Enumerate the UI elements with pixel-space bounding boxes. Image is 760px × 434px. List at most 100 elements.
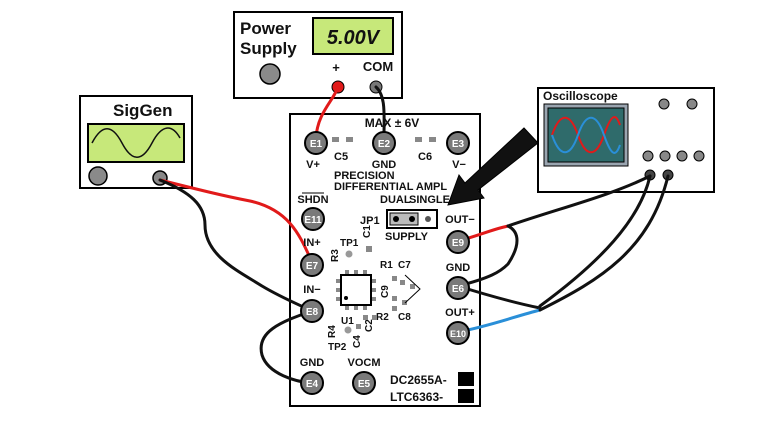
testpoint-tp1[interactable] (345, 250, 353, 258)
turret-e7-id: E7 (306, 261, 319, 272)
turret-e9[interactable]: OUT− E9 (445, 214, 475, 254)
wire-e8-to-e4 (259, 309, 314, 385)
turret-e5[interactable]: VOCM E5 (348, 357, 381, 395)
part-number-box-2 (458, 389, 474, 403)
siggen-sine-wave (91, 127, 181, 158)
label-tp1: TP1 (340, 238, 359, 249)
jumper-shunt[interactable] (389, 212, 419, 226)
turret-e2-id: E2 (378, 139, 391, 150)
oscilloscope-title: Oscilloscope (543, 89, 618, 103)
turret-e4-label: GND (300, 357, 325, 369)
part-number-2: LTC6363- (390, 390, 443, 404)
turret-e11[interactable]: SHDN E11 (297, 192, 329, 231)
label-c8: C8 (398, 312, 411, 323)
scope-trace-blue (551, 116, 621, 154)
label-c5: C5 (334, 151, 348, 163)
turret-e10-label: OUT+ (445, 307, 475, 319)
board-title-1: PRECISION (334, 170, 395, 182)
signal-generator: SigGen (79, 95, 193, 189)
turret-e5-label: VOCM (348, 357, 381, 369)
turret-e4-id: E4 (306, 379, 319, 390)
label-r4: R4 (327, 325, 338, 338)
scope-button-3[interactable] (676, 150, 688, 162)
cap-c6: C6 (415, 137, 436, 163)
turret-e6[interactable]: GND E6 (446, 262, 471, 300)
siggen-knob[interactable] (88, 166, 108, 186)
scope-button-2[interactable] (659, 150, 671, 162)
label-u1: U1 (341, 316, 354, 327)
turret-e3[interactable]: E3 V− (446, 131, 470, 171)
turret-e11-id: E11 (304, 215, 322, 226)
voltage-display-value: 5.00V (327, 27, 381, 49)
siggen-screen (87, 123, 185, 163)
jumper-dual-label: DUAL (380, 194, 411, 206)
jumper-supply-label: SUPPLY (385, 231, 429, 243)
power-supply-title-2: Supply (240, 39, 297, 58)
turret-e9-id: E9 (452, 238, 465, 249)
testpoint-tp2[interactable] (344, 326, 352, 334)
turret-e1-id: E1 (310, 139, 323, 150)
turret-e11-label: SHDN (297, 194, 328, 206)
turret-e2-label: GND (372, 159, 397, 171)
turret-e7[interactable]: IN+ E7 (300, 237, 324, 277)
turret-e6-id: E6 (452, 284, 465, 295)
max-voltage-label: MAX ± 6V (365, 116, 420, 130)
arrow-pointer-icon (447, 127, 539, 206)
wire-e10-to-scope-ch2 (538, 174, 670, 312)
power-supply-knob[interactable] (259, 63, 281, 85)
wire-e9-to-scope-ch1 (506, 174, 652, 228)
plus-terminal-label: + (332, 60, 340, 75)
wire-e6-to-e9-ground (456, 224, 519, 288)
label-r2: R2 (376, 312, 389, 323)
turret-e1-label: V+ (306, 159, 320, 171)
label-c7: C7 (398, 260, 411, 271)
jumper-pin-2 (409, 216, 415, 222)
turret-e5-id: E5 (358, 379, 371, 390)
label-c2: C2 (364, 319, 375, 332)
scope-knob-2[interactable] (686, 98, 698, 110)
jumper-id-label: JP1 (360, 215, 380, 227)
turret-e8-label: IN− (303, 284, 320, 296)
power-supply: Power Supply 5.00V + COM (233, 11, 403, 99)
label-r1: R1 (380, 260, 393, 271)
label-c9: C9 (380, 285, 391, 298)
wire-ground-to-scope (538, 174, 652, 308)
part-number-box-1 (458, 372, 474, 386)
scope-button-4[interactable] (693, 150, 705, 162)
cap-c5: C5 (332, 137, 353, 163)
wire-siggen-to-e8 (158, 178, 314, 313)
oscilloscope: Oscilloscope (537, 87, 715, 193)
wire-siggen-to-e7 (158, 178, 314, 264)
scope-trace-red (551, 116, 621, 154)
jumper-single-label: SINGLE (409, 194, 450, 206)
label-c1: C1 (362, 225, 373, 238)
turret-e10-id: E10 (450, 329, 466, 339)
jumper-pin-1 (393, 216, 399, 222)
scope-button-1[interactable] (642, 150, 654, 162)
scope-knob-1[interactable] (658, 98, 670, 110)
turret-e8[interactable]: IN− E8 (300, 284, 324, 323)
turret-e3-label: V− (452, 159, 466, 171)
label-c6: C6 (418, 151, 432, 163)
turret-e4[interactable]: GND E4 (300, 357, 325, 395)
power-supply-title-1: Power (240, 19, 291, 38)
label-r3: R3 (330, 249, 341, 262)
turret-e2[interactable]: E2 GND (372, 131, 397, 171)
label-c4: C4 (352, 335, 363, 348)
com-terminal-label: COM (363, 59, 393, 74)
ic-u1 (336, 270, 376, 310)
board-title-2: DIFFERENTIAL AMPL (334, 181, 447, 193)
siggen-title: SigGen (113, 101, 173, 120)
part-number-1: DC2655A- (390, 373, 447, 387)
jumper-pin-3 (425, 216, 431, 222)
turret-e1[interactable]: E1 V+ (304, 131, 328, 171)
turret-e10[interactable]: OUT+ E10 (445, 307, 475, 345)
turret-e6-label: GND (446, 262, 471, 274)
passive-array (356, 274, 421, 329)
turret-e3-id: E3 (452, 139, 465, 150)
turret-e8-id: E8 (306, 307, 319, 318)
label-tp2: TP2 (328, 342, 347, 353)
voltage-display (312, 17, 394, 55)
turret-e9-label: OUT− (445, 214, 475, 226)
